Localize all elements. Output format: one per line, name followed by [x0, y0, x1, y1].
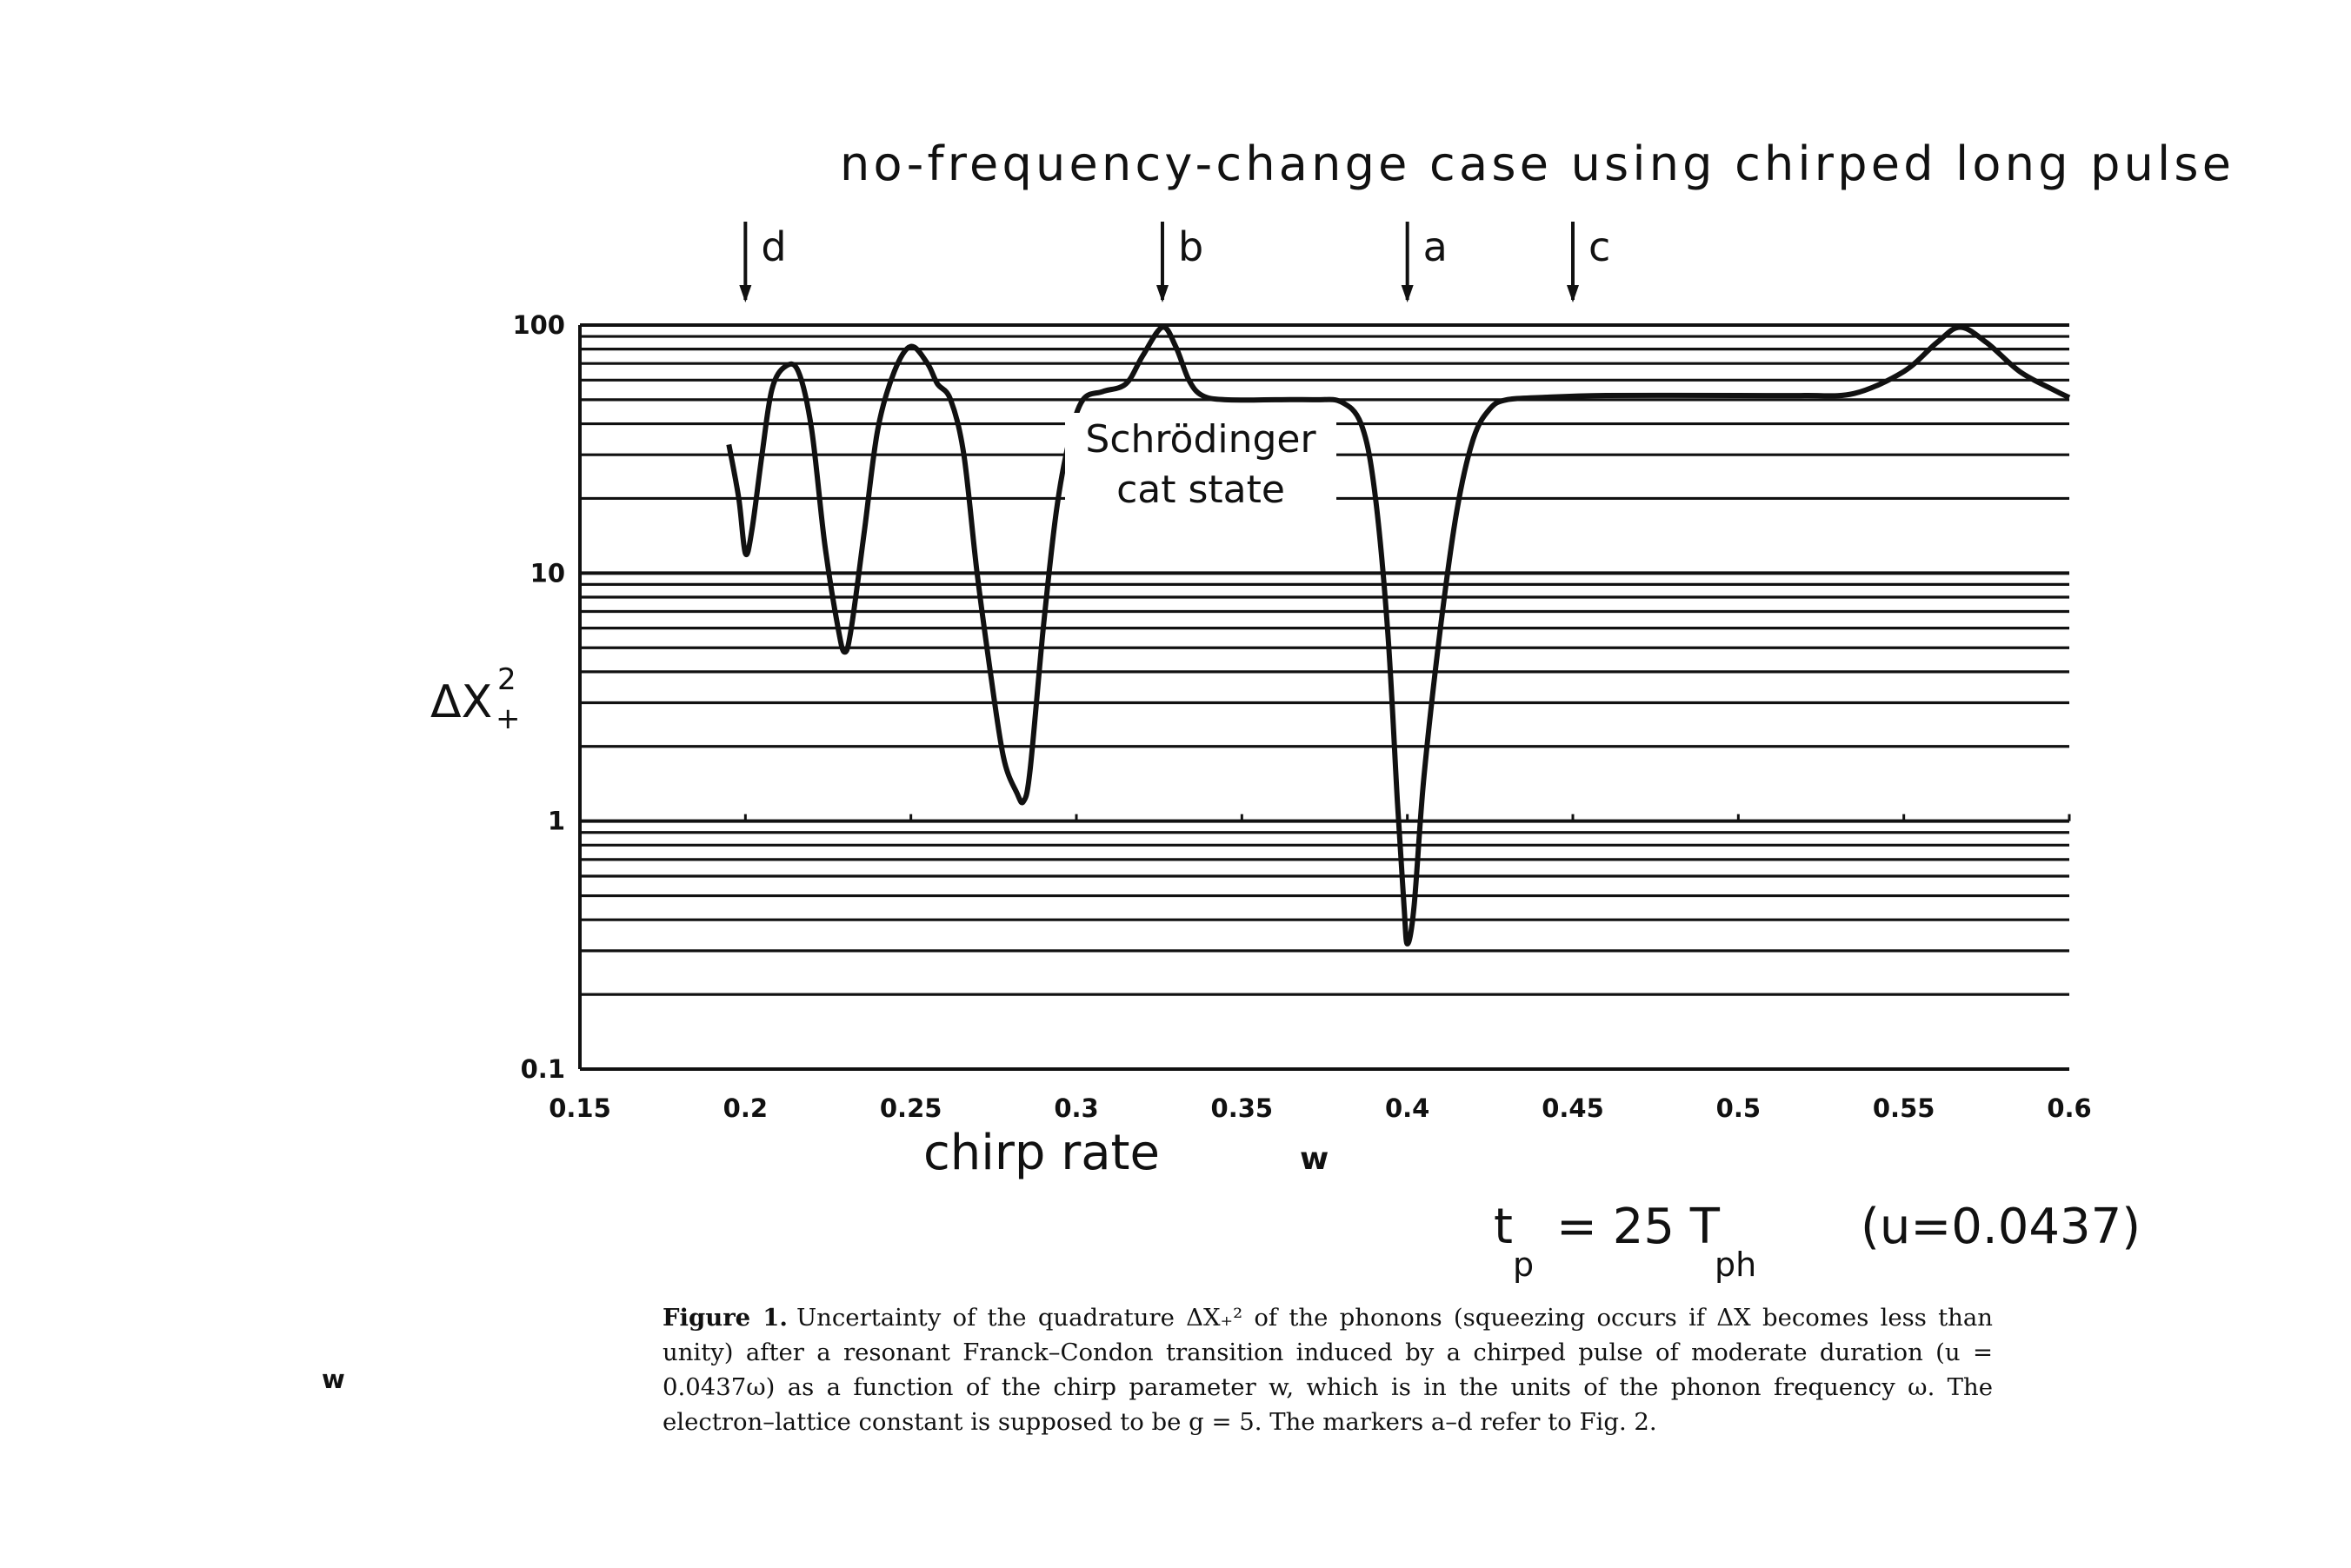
param-eq-sub: ph — [1715, 1246, 1756, 1284]
x-axis-label: chirp rate — [923, 1125, 1160, 1181]
caption-text: Uncertainty of the quadrature ΔX₊² of th… — [663, 1304, 1994, 1436]
y-tick-label: 0.1 — [521, 1054, 565, 1084]
x-tick-label: 0.25 — [880, 1093, 942, 1123]
y-tick-label: 10 — [530, 558, 565, 588]
gridlines — [580, 323, 2069, 996]
marker-arrowhead — [1156, 285, 1169, 302]
series-line — [726, 324, 2071, 947]
y-tick-label: 100 — [512, 310, 565, 340]
annotation-line-2: cat state — [1116, 468, 1285, 512]
param-t-sub: p — [1513, 1246, 1534, 1284]
x-tick-label: 0.6 — [2047, 1093, 2091, 1123]
x-tick-label: 0.15 — [549, 1093, 611, 1123]
caption-label: Figure 1. — [663, 1304, 788, 1332]
x-tick-label: 0.2 — [723, 1093, 768, 1123]
axes — [578, 325, 2069, 1071]
x-tick-label: 0.55 — [1873, 1093, 1935, 1123]
y-axis-label: ΔX — [430, 676, 492, 728]
marker-label-b: b — [1178, 223, 1203, 270]
y-tick-labels: 100 10 1 0.1 — [512, 310, 565, 1084]
marker-label-c: c — [1588, 223, 1610, 270]
figure-caption: Figure 1.Uncertainty of the quadrature Δ… — [663, 1300, 1993, 1439]
marker-label-a: a — [1423, 223, 1448, 270]
x-tick-label: 0.5 — [1716, 1093, 1761, 1123]
y-tick-label: 1 — [548, 807, 565, 836]
marker-label-d: d — [761, 223, 786, 270]
stray-symbol: w — [322, 1365, 345, 1394]
chart-title: no-frequency-change case using chirped l… — [840, 136, 2231, 191]
annotation-box — [1065, 413, 1336, 517]
series — [726, 324, 2071, 947]
marker-arrowhead — [1401, 285, 1414, 302]
marker-arrowhead — [739, 285, 752, 302]
y-axis-label-sup: 2 — [497, 662, 516, 697]
x-tick-labels: 0.15 0.2 0.25 0.3 0.35 0.4 0.45 0.5 0.55 0.6 — [549, 814, 2092, 1123]
y-axis-label-sub: + — [496, 701, 521, 736]
param-eq: = 25 T — [1556, 1199, 1721, 1255]
param-t: t — [1494, 1199, 1513, 1255]
x-tick-label: 0.35 — [1211, 1093, 1274, 1123]
marker-arrowhead — [1567, 285, 1579, 302]
x-tick-label: 0.3 — [1054, 1093, 1098, 1123]
param-u: (u=0.0437) — [1861, 1199, 2141, 1255]
x-tick-label: 0.4 — [1385, 1093, 1429, 1123]
annotation-line-1: Schrödinger — [1085, 417, 1316, 462]
x-axis-symbol: w — [1300, 1141, 1329, 1177]
x-tick-label: 0.45 — [1542, 1093, 1604, 1123]
